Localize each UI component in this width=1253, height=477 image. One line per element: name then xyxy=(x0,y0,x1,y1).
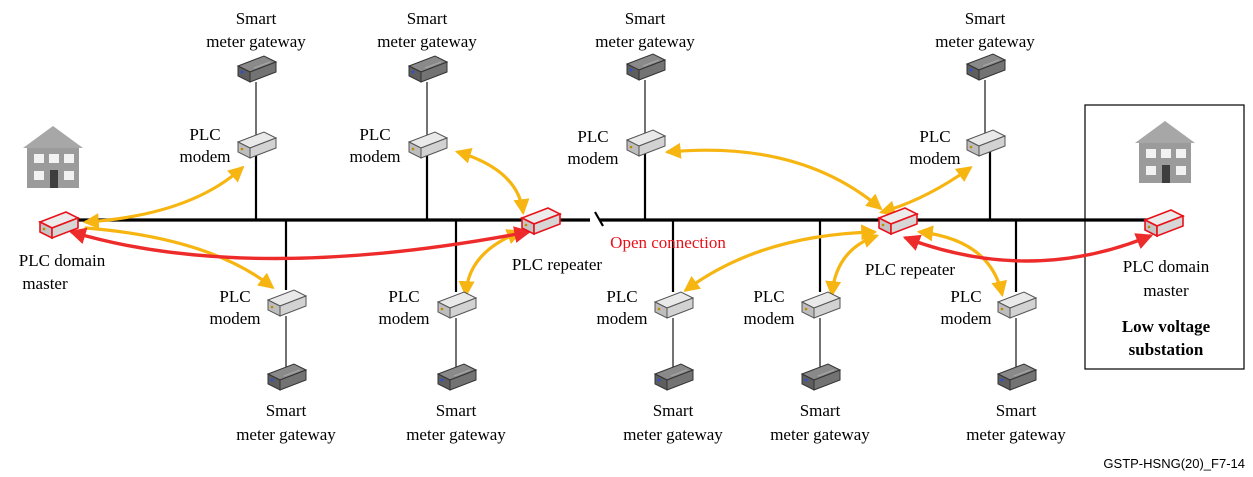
gateway-label-smart: Smart xyxy=(625,9,666,28)
modem-label-modem: modem xyxy=(350,147,401,166)
gateway-label-meter: meter gateway xyxy=(377,32,477,51)
domain-master-label: PLC domain xyxy=(19,251,106,270)
red-links xyxy=(68,226,1154,263)
gateway-label-smart: Smart xyxy=(266,401,307,420)
substation-label-2: substation xyxy=(1129,340,1204,359)
smart-meter-gateway-icon xyxy=(267,363,307,391)
smart-meter-gateway-icon xyxy=(966,53,1006,81)
gateway-label-smart: Smart xyxy=(800,401,841,420)
gateway-label-meter: meter gateway xyxy=(623,425,723,444)
modem-label-modem: modem xyxy=(379,309,430,328)
smart-meter-gateway-icon xyxy=(801,363,841,391)
repeater-label: PLC repeater xyxy=(512,255,602,274)
house-icon-right xyxy=(1135,121,1195,183)
modem-label-modem: modem xyxy=(744,309,795,328)
modem-label-modem: modem xyxy=(210,309,261,328)
house-icon-left xyxy=(23,126,83,188)
modem-label-plc: PLC xyxy=(189,125,220,144)
gateway-label-meter: meter gateway xyxy=(406,425,506,444)
smart-meter-gateway-icon xyxy=(408,55,448,83)
gateway-label-meter: meter gateway xyxy=(966,425,1066,444)
plc-modem-icon xyxy=(267,289,307,317)
smart-meter-gateway-icon xyxy=(654,363,694,391)
modem-label-plc: PLC xyxy=(359,125,390,144)
gateway-label-meter: meter gateway xyxy=(935,32,1035,51)
modem-label-modem: modem xyxy=(180,147,231,166)
modem-label-plc: PLC xyxy=(950,287,981,306)
plc-modem-icon xyxy=(437,291,477,319)
gateway-label-meter: meter gateway xyxy=(206,32,306,51)
modem-label-modem: modem xyxy=(941,309,992,328)
gateway-label-smart: Smart xyxy=(653,401,694,420)
plc-domain-master-icon xyxy=(1144,209,1184,237)
substation-label: Low voltage xyxy=(1122,317,1211,336)
repeater-label: PLC repeater xyxy=(865,260,955,279)
gateway-label-smart: Smart xyxy=(407,9,448,28)
domain-master-label: PLC domain xyxy=(1123,257,1210,276)
plc-modem-icon xyxy=(626,129,666,157)
smart-meter-gateway-icon xyxy=(626,53,666,81)
modem-label-plc: PLC xyxy=(577,127,608,146)
plc-modem-icon xyxy=(966,129,1006,157)
domain-master-label-2: master xyxy=(1143,281,1189,300)
gateway-label-meter: meter gateway xyxy=(770,425,870,444)
modem-label-plc: PLC xyxy=(753,287,784,306)
open-connection-label: Open connection xyxy=(610,233,726,252)
plc-repeater-icon xyxy=(521,207,561,235)
modem-label-modem: modem xyxy=(568,149,619,168)
gateway-label-smart: Smart xyxy=(996,401,1037,420)
smart-meter-gateway-icon xyxy=(237,55,277,83)
domain-master-label-2: master xyxy=(22,274,68,293)
branch-lines xyxy=(254,148,1018,292)
gateway-label-smart: Smart xyxy=(965,9,1006,28)
plc-modem-icon xyxy=(408,131,448,159)
gateway-links xyxy=(255,80,1017,368)
modem-label-modem: modem xyxy=(597,309,648,328)
gateway-label-smart: Smart xyxy=(236,9,277,28)
plc-modem-icon xyxy=(801,291,841,319)
modem-label-plc: PLC xyxy=(219,287,250,306)
power-line-bus xyxy=(60,211,1170,227)
plc-domain-master-icon xyxy=(39,211,79,239)
plc-modem-icon xyxy=(237,131,277,159)
plc-modem-icon xyxy=(654,291,694,319)
gateway-label-meter: meter gateway xyxy=(595,32,695,51)
modem-label-plc: PLC xyxy=(388,287,419,306)
plc-modem-icon xyxy=(997,291,1037,319)
figure-id: GSTP-HSNG(20)_F7-14 xyxy=(1103,456,1245,471)
smart-meter-gateway-icon xyxy=(997,363,1037,391)
smart-meter-gateway-icon xyxy=(437,363,477,391)
modem-label-plc: PLC xyxy=(919,127,950,146)
modem-label-modem: modem xyxy=(910,149,961,168)
modem-label-plc: PLC xyxy=(606,287,637,306)
gateway-label-smart: Smart xyxy=(436,401,477,420)
gateway-label-meter: meter gateway xyxy=(236,425,336,444)
